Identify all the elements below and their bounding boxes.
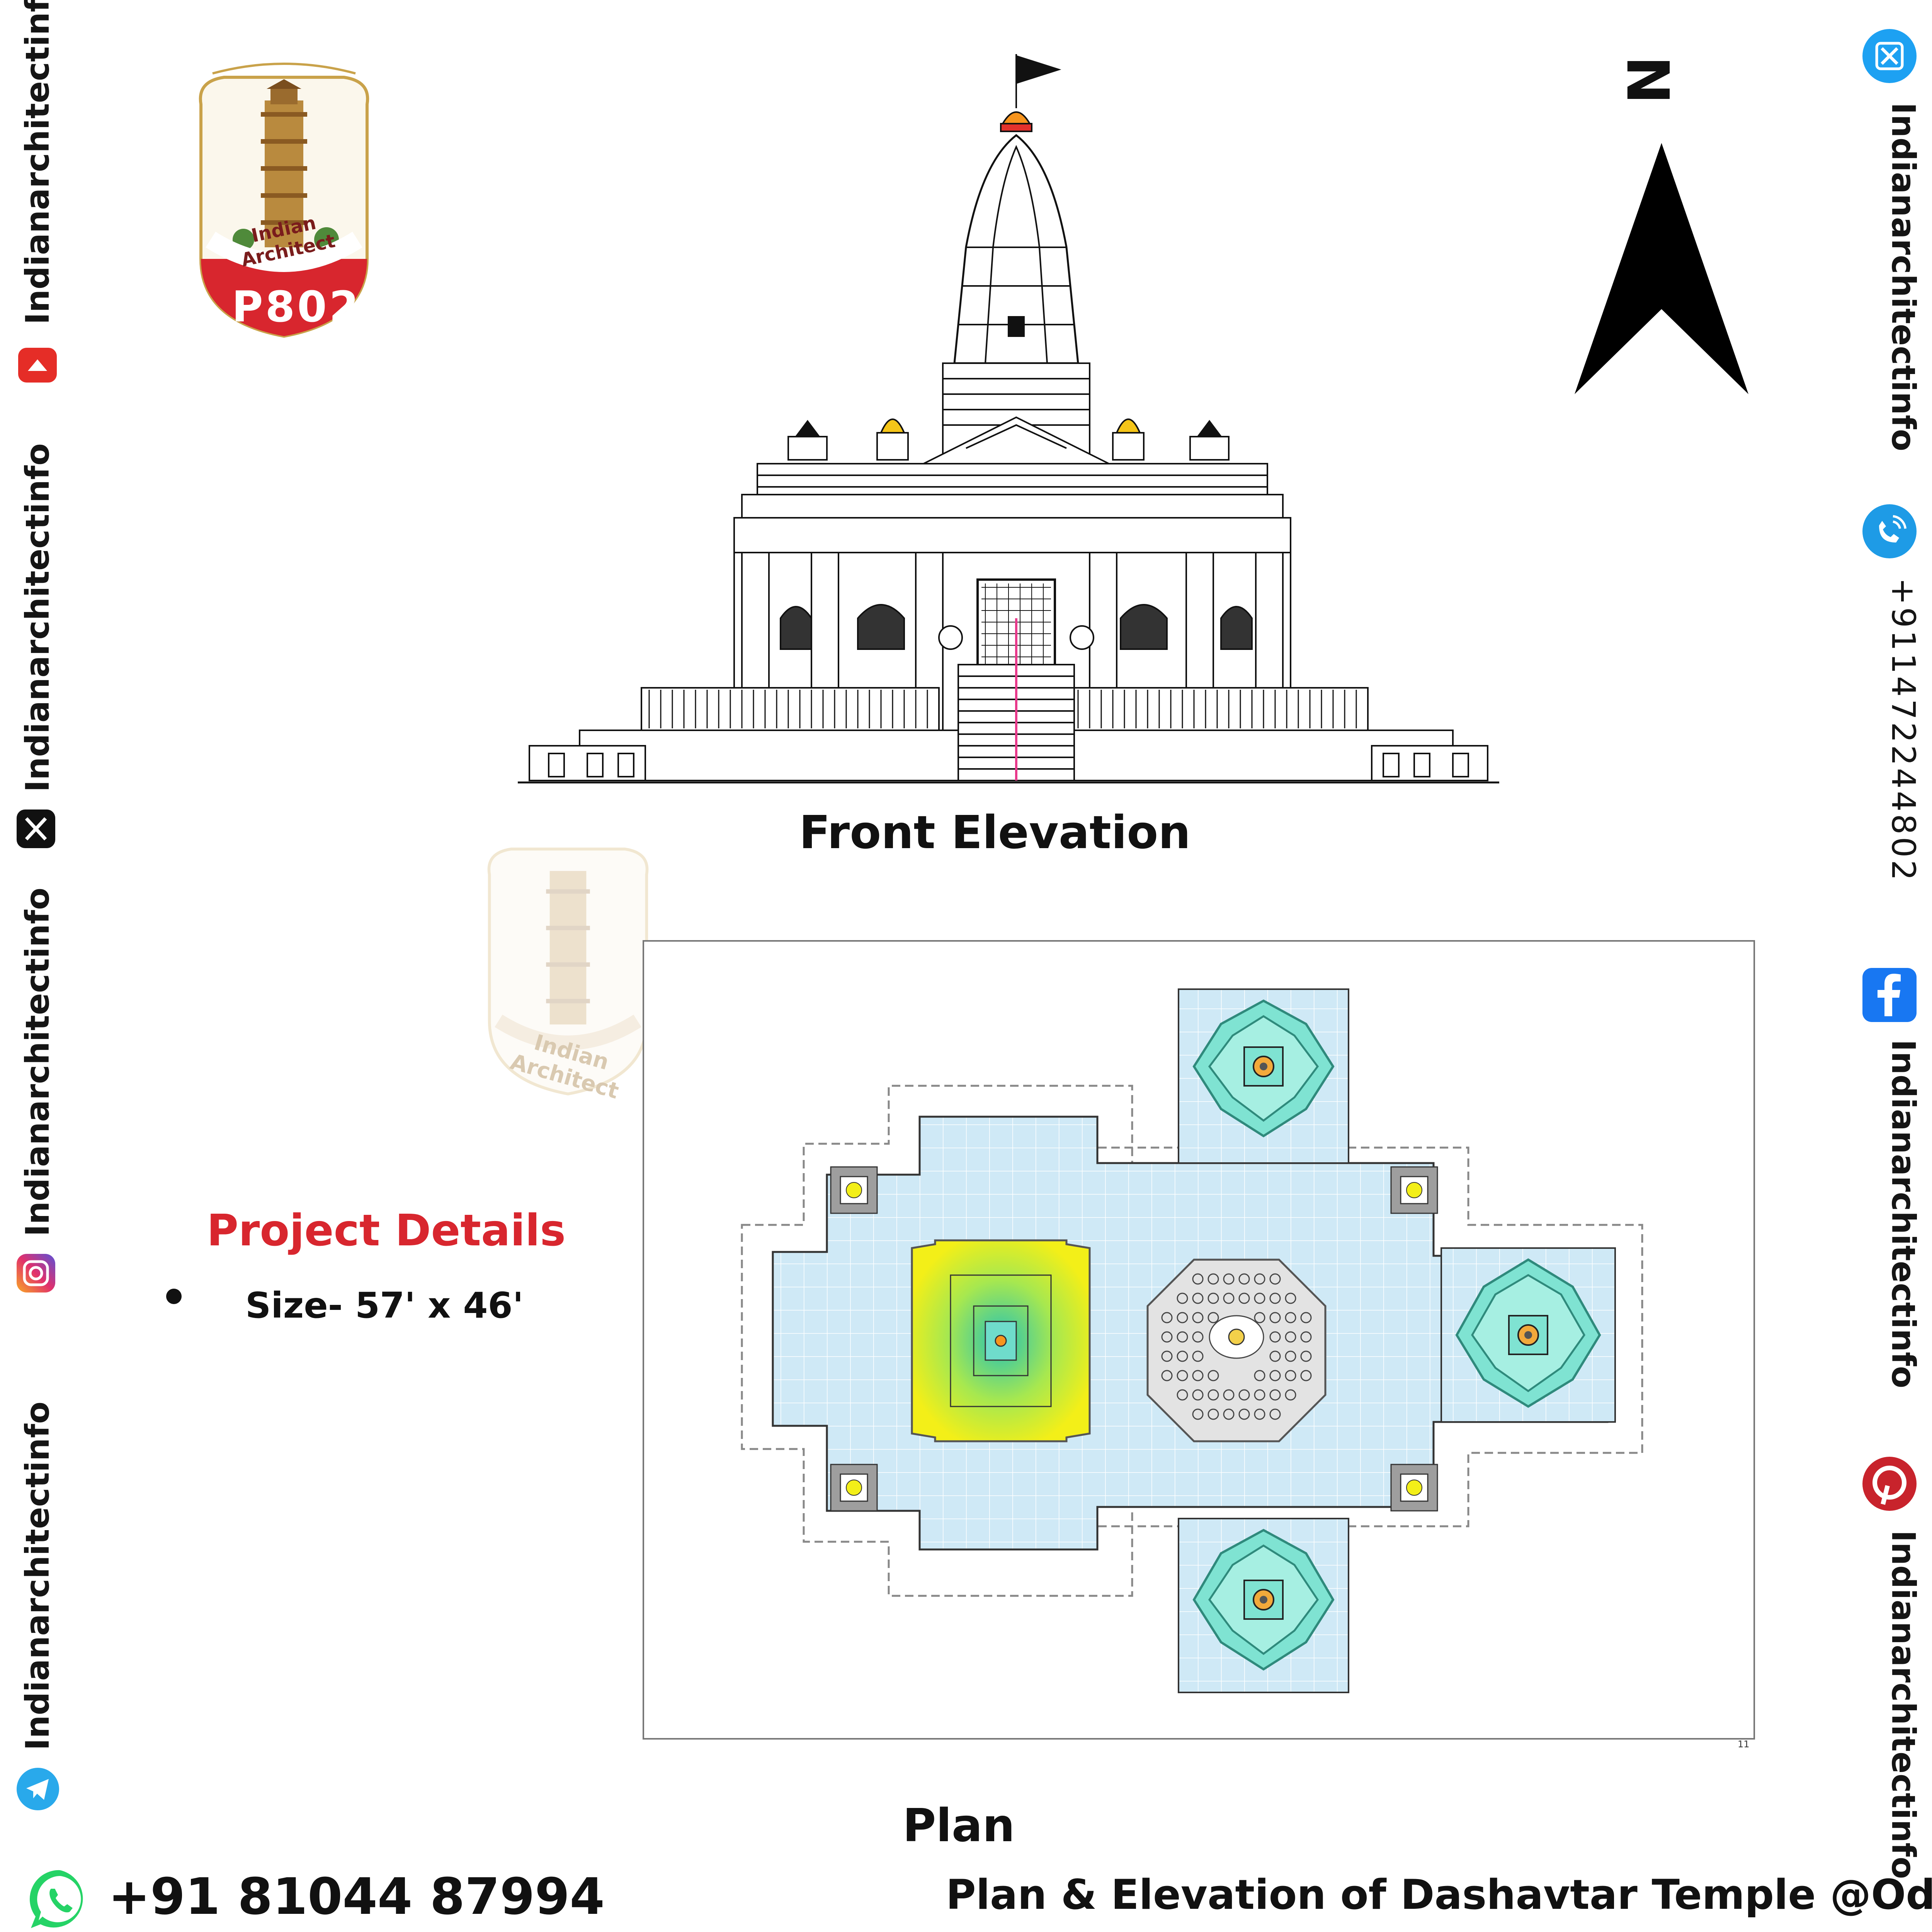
facebook-handle[interactable]: Indianarchitectinfo (1884, 1039, 1922, 1388)
telegram-handle[interactable]: Indianarchitectinfo (19, 1401, 56, 1750)
front-elevation-caption: Front Elevation (799, 806, 1191, 859)
telegram-icon[interactable] (15, 1766, 61, 1812)
front-elevation-drawing (518, 54, 1499, 784)
pinterest-handle[interactable]: Indianarchitectinfo (1884, 1530, 1922, 1879)
plan-caption: Plan (903, 1799, 1015, 1852)
project-size: Size- 57' x 46' (245, 1285, 524, 1326)
youtube-icon[interactable] (16, 344, 59, 386)
sheet-number: 11 (1738, 1739, 1750, 1750)
x-handle-left[interactable]: Indianarchitectinfo (19, 443, 56, 792)
watermark-logo (487, 847, 649, 1095)
north-arrow-icon (1575, 143, 1748, 394)
x-icon[interactable] (1861, 27, 1918, 85)
phone-icon[interactable] (1861, 502, 1918, 560)
page-title: Plan & Elevation of Dashavtar Temple @Od… (946, 1871, 1932, 1918)
instagram-icon[interactable] (15, 1252, 57, 1294)
right-shrine (1440, 1247, 1616, 1423)
x-icon[interactable] (15, 808, 57, 850)
bottom-shrine (1178, 1518, 1349, 1693)
project-details-title: Project Details (207, 1206, 566, 1256)
facebook-icon[interactable] (1861, 966, 1918, 1024)
instagram-handle[interactable]: Indianarchitectinfo (19, 888, 56, 1236)
contact-phone[interactable]: +91 81044 87994 (108, 1867, 605, 1926)
project-code-badge: P802 (232, 282, 361, 332)
pinterest-icon[interactable] (1861, 1455, 1918, 1513)
logo-badge (199, 63, 369, 338)
plan-drawing (643, 940, 1755, 1740)
top-shrine (1178, 988, 1349, 1164)
x-handle-right[interactable]: Indianarchitectinfo (1884, 102, 1922, 451)
phone-number-vertical[interactable]: +911472244802 (1884, 578, 1922, 883)
north-label: N (1613, 56, 1681, 104)
whatsapp-icon[interactable] (27, 1866, 93, 1932)
bullet-icon (166, 1289, 182, 1304)
youtube-handle[interactable]: Indianarchitectinfo (19, 0, 56, 325)
